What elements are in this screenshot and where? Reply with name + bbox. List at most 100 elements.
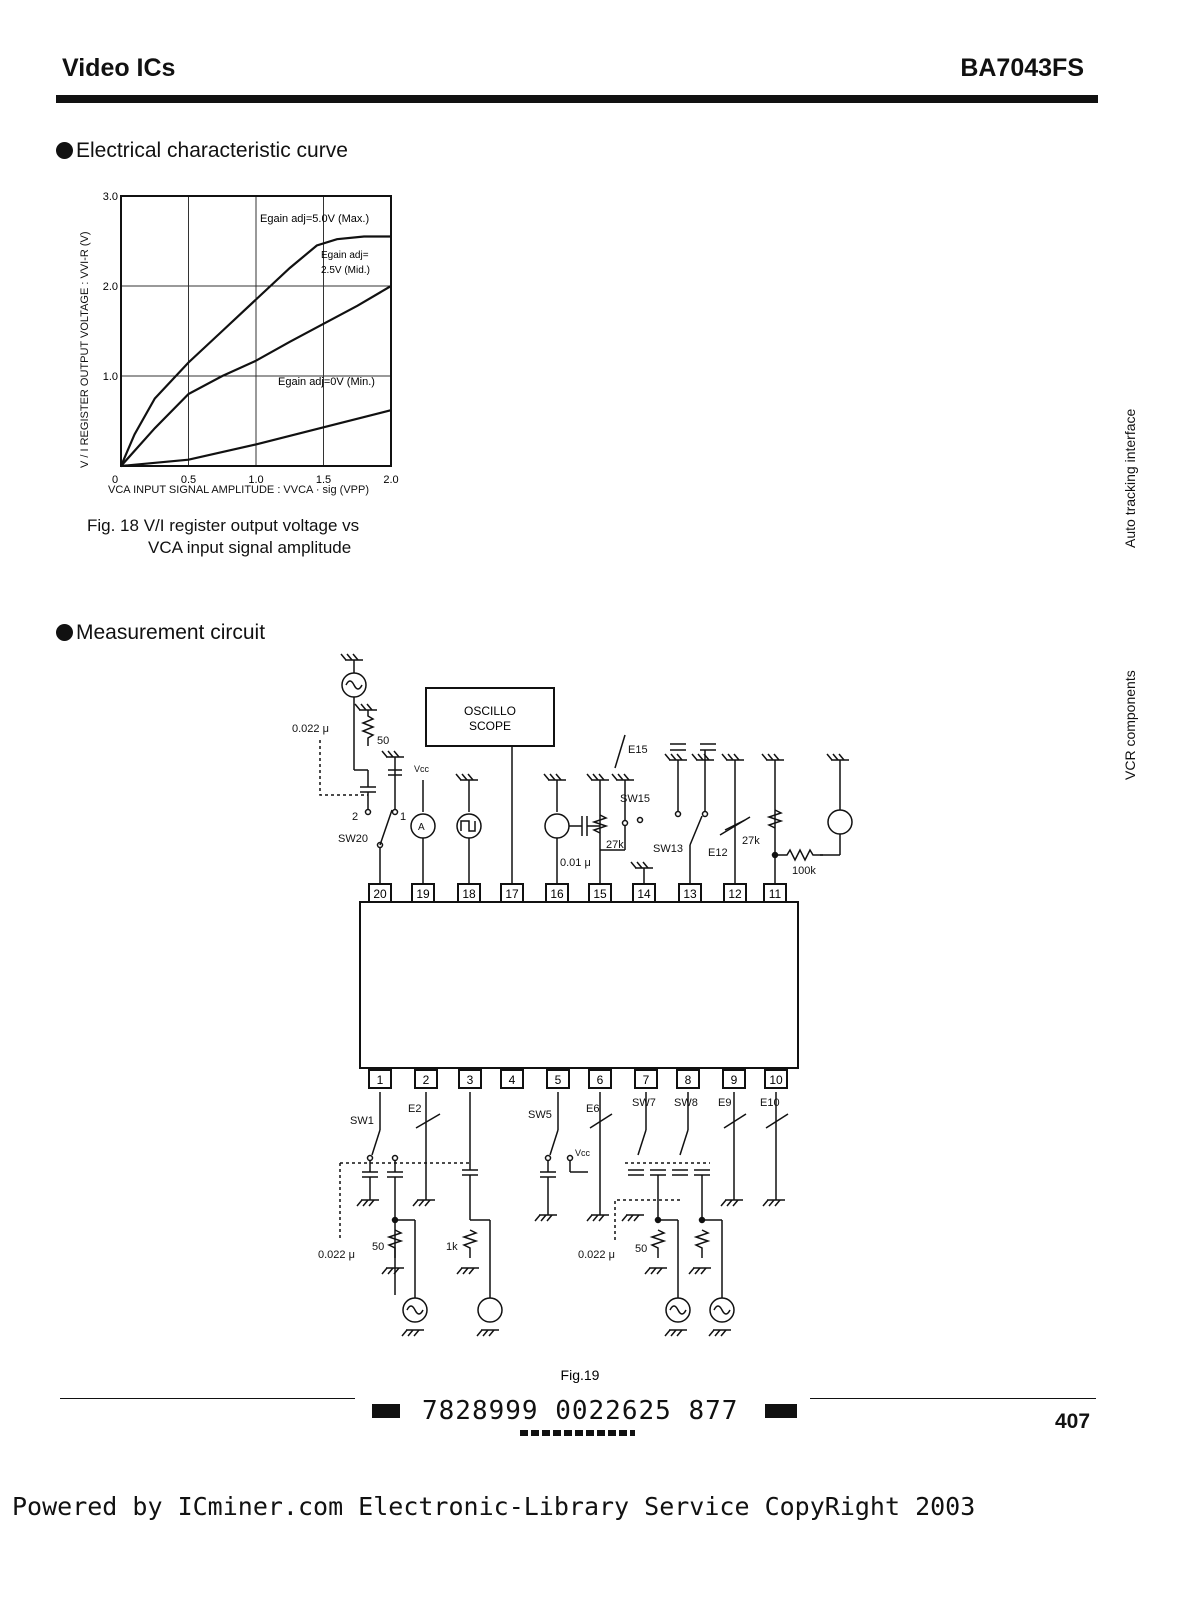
pin-label-bottom: 9 xyxy=(731,1073,738,1087)
pin-label-top: 16 xyxy=(550,887,564,901)
barcode-block-left xyxy=(372,1404,400,1418)
page-number: 407 xyxy=(1055,1410,1091,1433)
circuit-labels: 0.022 μ 50 Vcc SW20 2 1 A E15 SW15 27k 0… xyxy=(292,723,816,1261)
label-r27k-a: 27k xyxy=(606,839,624,851)
pin-label-bottom: 2 xyxy=(423,1073,430,1087)
barcode-strip xyxy=(520,1430,635,1436)
series-line-1 xyxy=(119,235,391,467)
pin-label-top: 12 xyxy=(728,887,742,901)
series-line-3 xyxy=(120,409,392,468)
label-sw13: SW13 xyxy=(653,843,683,855)
label-e2: E2 xyxy=(408,1103,421,1115)
footer-rule-right xyxy=(810,1398,1096,1399)
voltmeter-icon xyxy=(477,1297,503,1323)
x-tick-label: 1.5 xyxy=(316,474,331,486)
voltmeter-icon xyxy=(544,813,570,839)
pin-box xyxy=(458,1069,482,1089)
circuit-section-title: Measurement circuit xyxy=(56,621,265,645)
x-tick-label: 1.0 xyxy=(248,474,263,486)
label-cap-br: 0.022 μ xyxy=(578,1249,615,1261)
label-e12: E12 xyxy=(708,847,728,859)
series-line-2 xyxy=(120,285,392,467)
pin-label-top: 18 xyxy=(462,887,476,901)
label-r1k: 1k xyxy=(446,1241,458,1253)
pin-label-top: 14 xyxy=(637,887,651,901)
pin-box xyxy=(722,1069,746,1089)
pin-box xyxy=(414,1069,438,1089)
pin-label-bottom: 3 xyxy=(467,1073,474,1087)
label-sw1: SW1 xyxy=(350,1115,374,1127)
y-tick-label: 2.0 xyxy=(103,281,118,293)
pin-box xyxy=(500,1069,524,1089)
label-cap-top-left: 0.022 μ xyxy=(292,723,329,735)
side-tab-auto-tracking: Auto tracking interface xyxy=(1122,408,1138,548)
pin-label-top: 17 xyxy=(505,887,519,901)
annotation-mid-1: Egain adj= xyxy=(321,250,369,261)
pin-label-top: 15 xyxy=(593,887,607,901)
label-sw15: SW15 xyxy=(620,793,650,805)
pin-box xyxy=(588,1069,612,1089)
pin-label-bottom: 10 xyxy=(769,1073,783,1087)
pin-label-top: 20 xyxy=(373,887,387,901)
annotation-max: Egain adj=5.0V (Max.) xyxy=(260,213,369,225)
label-sw5: SW5 xyxy=(528,1109,552,1121)
pin-label-top: 11 xyxy=(769,887,782,901)
pin-box xyxy=(676,1069,700,1089)
footer-rule-left xyxy=(60,1398,355,1399)
barcode-block-right xyxy=(765,1404,797,1418)
resistor-100k-icon xyxy=(775,848,823,862)
label-vcc-bottom: Vcc xyxy=(575,1148,591,1158)
annotation-mid-2: 2.5V (Mid.) xyxy=(321,265,370,276)
resistor-27k-a-icon xyxy=(591,814,609,834)
label-sw7: SW7 xyxy=(632,1097,656,1109)
label-r50-br: 50 xyxy=(635,1243,647,1255)
pin-label-bottom: 5 xyxy=(555,1073,562,1087)
label-sw20-pos2: 2 xyxy=(352,811,358,823)
figure18-caption-1: Fig. 18 V/I register output voltage vs xyxy=(87,516,360,535)
label-sw20: SW20 xyxy=(338,833,368,845)
side-tab-vcr-components: VCR components xyxy=(1122,670,1138,780)
bottom-wiring xyxy=(339,1092,789,1323)
pin-box xyxy=(368,1069,392,1089)
label-r50-bl: 50 xyxy=(372,1241,384,1253)
plot-frame xyxy=(120,195,392,467)
label-c001: 0.01 μ xyxy=(560,857,591,869)
pin-box xyxy=(634,1069,658,1089)
pin-label-bottom: 7 xyxy=(643,1073,650,1087)
x-tick-label: 0 xyxy=(112,474,118,486)
pin-label-bottom: 4 xyxy=(509,1073,516,1087)
label-e15: E15 xyxy=(628,744,648,756)
pin-box xyxy=(764,1069,788,1089)
x-axis-label: VCA INPUT SIGNAL AMPLITUDE : VVCA · sig … xyxy=(108,484,369,496)
label-e9: E9 xyxy=(718,1097,731,1109)
figure18-caption-2: VCA input signal amplitude xyxy=(148,538,352,557)
header-rule xyxy=(56,95,1098,103)
resistor-50-icon xyxy=(360,710,376,746)
signal-generator-icon xyxy=(709,1297,735,1323)
bullet-icon xyxy=(56,624,73,641)
label-sw8: SW8 xyxy=(674,1097,698,1109)
ic-body xyxy=(359,901,799,1069)
resistor-27k-b-icon xyxy=(766,809,784,829)
pin-label-bottom: 1 xyxy=(377,1073,384,1087)
x-tick-label: 0.5 xyxy=(181,474,196,486)
oscilloscope-label-1: OSCILLO xyxy=(464,704,516,718)
pin-label-bottom: 8 xyxy=(685,1073,692,1087)
label-r27k-b: 27k xyxy=(742,835,760,847)
label-r50-top: 50 xyxy=(377,735,389,747)
y-axis-label: V / I REGISTER OUTPUT VOLTAGE : VVI-R (V… xyxy=(79,231,91,468)
label-e6: E6 xyxy=(586,1103,599,1115)
curve-section-title: Electrical characteristic curve xyxy=(56,139,348,163)
ground-symbols xyxy=(340,653,849,1337)
chart-grid xyxy=(121,196,391,466)
annotation-min: Egain adj=0V (Min.) xyxy=(278,376,375,388)
label-sw20-pos1: 1 xyxy=(400,811,406,823)
header-right-title: BA7043FS xyxy=(960,54,1084,82)
oscilloscope-box xyxy=(425,687,555,747)
pin-label-top: 13 xyxy=(683,887,697,901)
label-meter-a: A xyxy=(418,822,425,833)
figure19-caption: Fig.19 xyxy=(561,1367,600,1383)
